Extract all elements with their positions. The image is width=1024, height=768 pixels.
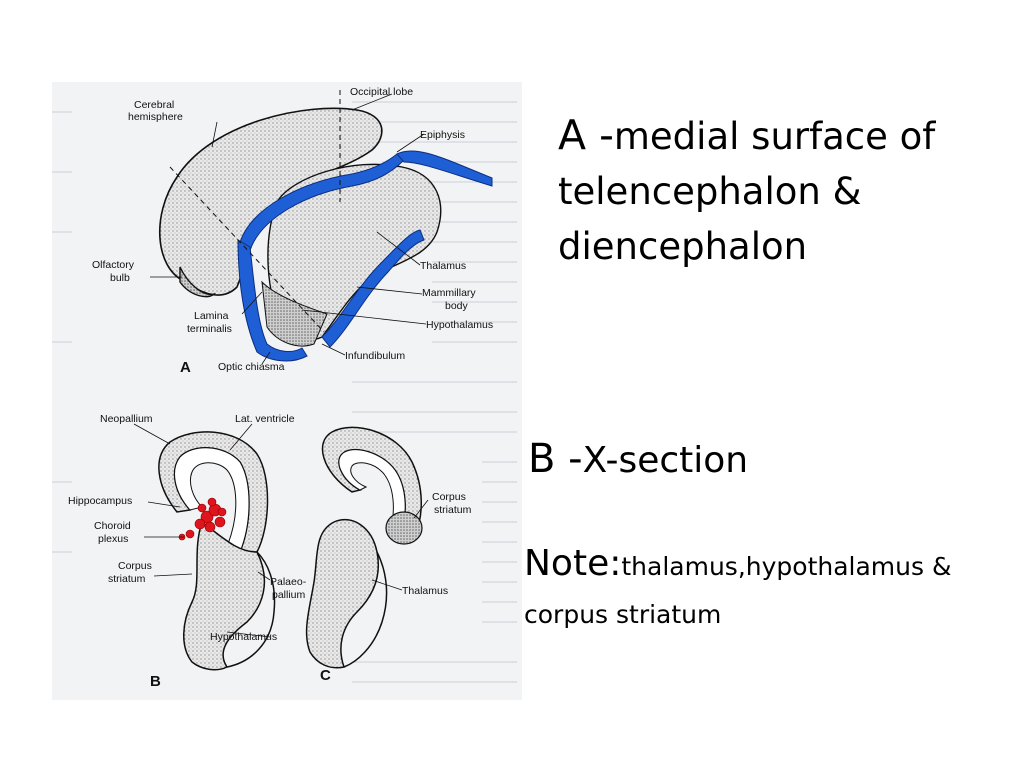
section-line-diagonal [169, 166, 325, 333]
panel-c-letter: C [320, 667, 331, 684]
label-hippocampus: Hippocampus [68, 495, 132, 507]
label-epiphysis: Epiphysis [420, 129, 465, 141]
label-occipital-lobe: Occipital lobe [350, 86, 413, 98]
ventricle-blue-tail [396, 150, 493, 187]
caption-b: B -X-section [528, 436, 748, 482]
panel-a-drawing [150, 90, 493, 365]
panel-a-letter: A [180, 359, 191, 376]
label-mammillary-1: Mammillary [422, 287, 476, 299]
palaeopallium-outer [226, 551, 276, 668]
label-choroid-1: Choroid [94, 520, 131, 532]
note-label: Note: [524, 543, 622, 584]
label-neopallium: Neopallium [100, 413, 153, 425]
caption-b-letter: B - [528, 436, 583, 482]
label-lamina-2: terminalis [187, 323, 232, 335]
panel-b-letter: B [150, 673, 161, 690]
olfactory-bulb-shape [179, 266, 217, 298]
label-choroid-2: plexus [98, 533, 128, 545]
caption-a-letter: A - [558, 111, 614, 159]
label-olfactory-2: bulb [110, 272, 130, 284]
label-cerebral-2: hemisphere [128, 111, 183, 123]
choroid-plexus-red [178, 497, 227, 541]
label-mammillary-2: body [445, 300, 469, 312]
caption-note: Note:thalamus,hypothalamus & corpus stri… [524, 540, 1019, 639]
label-infundibulum: Infundibulum [345, 350, 405, 362]
label-palaeo-2: pallium [272, 589, 306, 601]
brain-figure: Cerebral hemisphere Occipital lobe Epiph… [52, 82, 522, 700]
caption-a-text: medial surface of telencephalon & dience… [558, 115, 936, 268]
label-lat-ventricle: Lat. ventricle [235, 413, 295, 425]
label-lamina-1: Lamina [194, 310, 229, 322]
panel-c-outer [343, 551, 388, 668]
label-optic-chiasma: Optic chiasma [218, 361, 285, 373]
label-thalamus-c: Thalamus [402, 585, 448, 597]
caption-b-text: X-section [582, 440, 749, 481]
label-hypothalamus-b: Hypothalamus [210, 631, 277, 643]
note-text: thalamus,hypothalamus & corpus striatum [524, 552, 952, 629]
label-corpus-b-2: striatum [108, 573, 146, 585]
label-palaeo-1: Palaeo- [270, 576, 307, 588]
hypothalamus-shape [261, 280, 328, 347]
label-corpus-c-1: Corpus [432, 491, 466, 503]
caption-a: A -medial surface of telencephalon & die… [558, 108, 978, 274]
label-corpus-b-1: Corpus [118, 560, 152, 572]
panel-b-drawing [133, 423, 276, 671]
panel-c-drawing [305, 426, 429, 669]
label-thalamus-a: Thalamus [420, 260, 466, 272]
label-corpus-c-2: striatum [434, 504, 472, 516]
label-hypothalamus-a: Hypothalamus [426, 319, 493, 331]
label-olfactory-1: Olfactory [92, 259, 135, 271]
panel-c-corpus-striatum [385, 511, 423, 545]
label-cerebral-1: Cerebral [134, 99, 174, 111]
ventricle-blue-front [237, 239, 308, 362]
